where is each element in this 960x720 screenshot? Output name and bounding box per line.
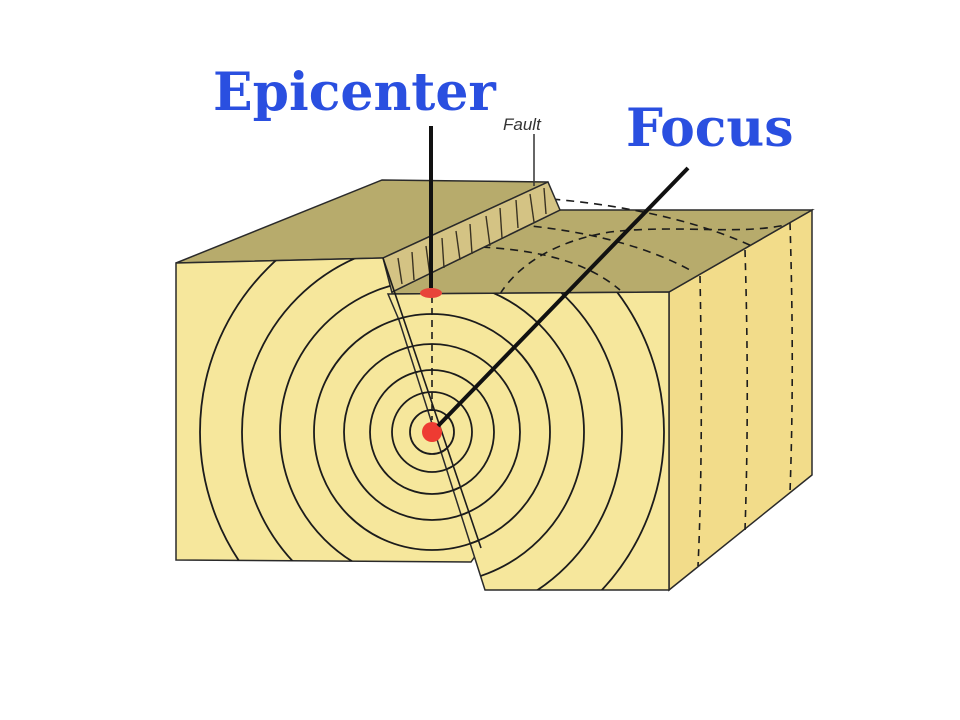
fault-plane-line [382,257,482,549]
side-face-wave-lines [697,222,794,567]
focus-label: Focus [626,98,794,159]
fault-scarp-texture [397,187,547,285]
focus-leader-line [436,166,690,428]
epicenter-label: Epicenter [213,62,496,123]
fault-label: Fault [503,115,542,134]
focus-marker [422,422,442,442]
epicenter-marker [420,288,442,298]
block-front-face-right [386,291,670,591]
